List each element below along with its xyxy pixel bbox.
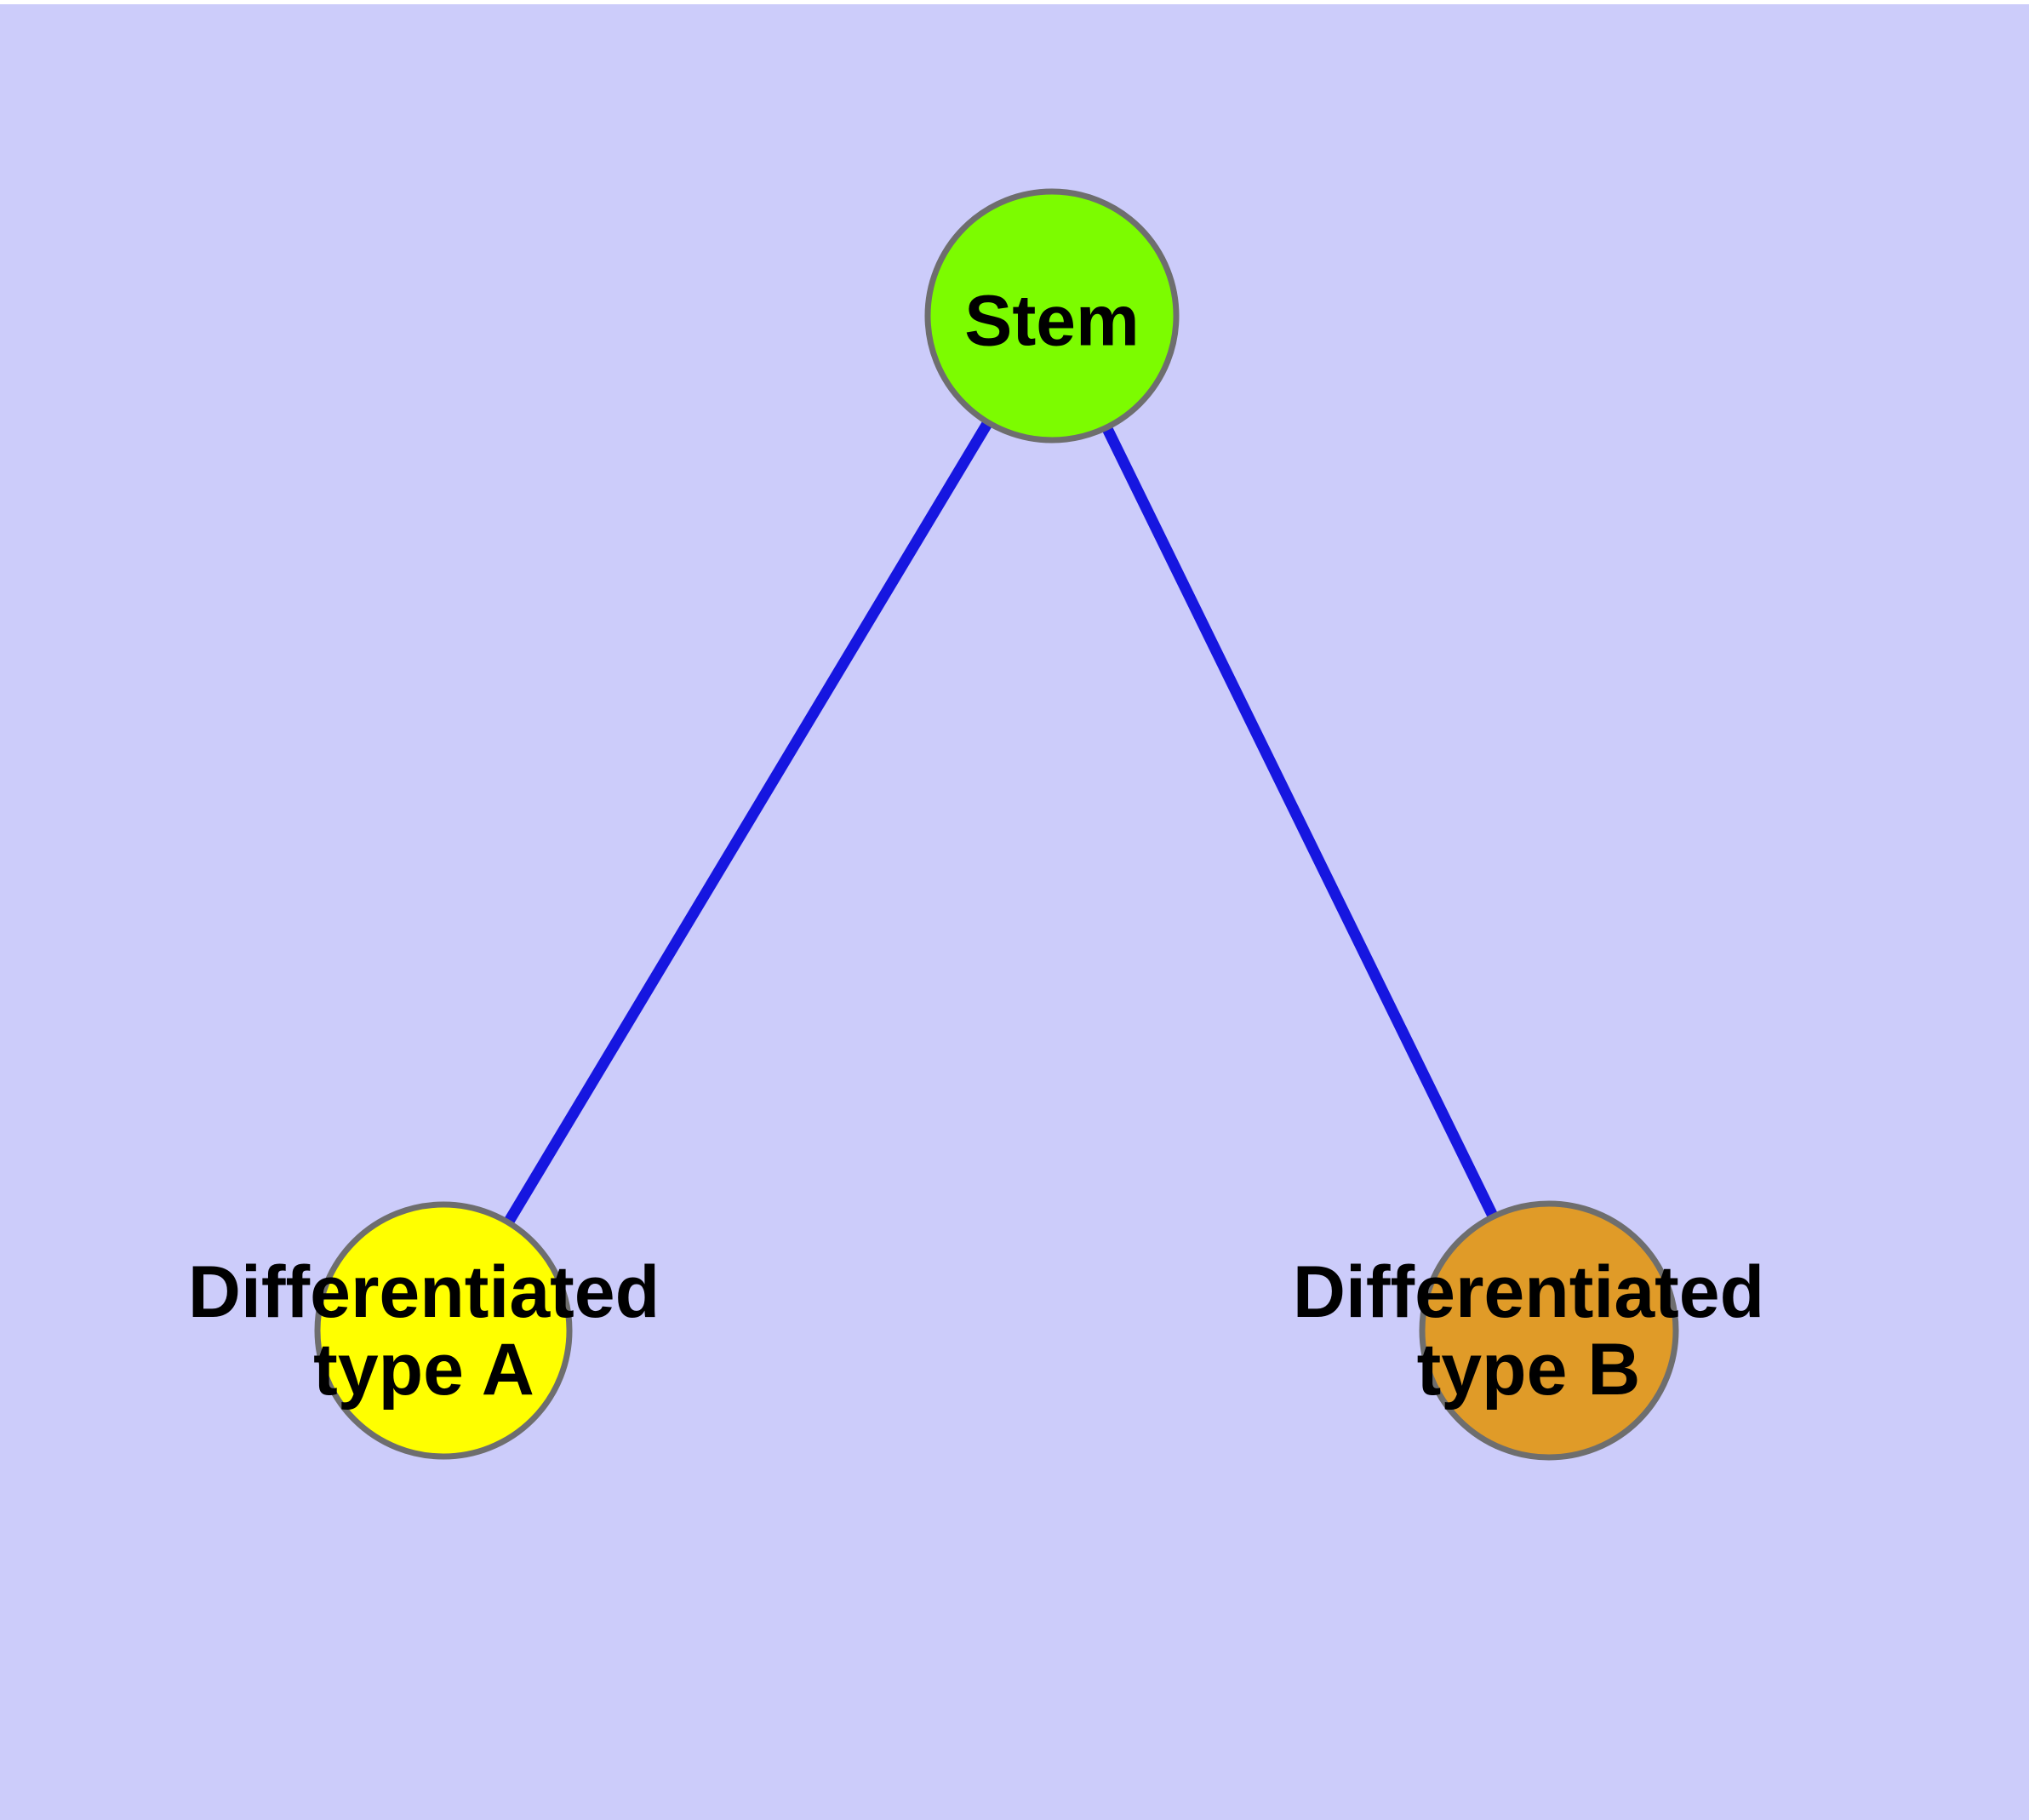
nodes-group [314,188,1679,1461]
edge-stem-diff-a[interactable] [438,312,1057,1334]
node-circle-stem[interactable] [924,188,1180,444]
node-circle-diff_a[interactable] [314,1201,573,1460]
graph-svg [314,188,1679,1461]
edge-stem-diff-b[interactable] [1047,313,1554,1333]
node-circle-diff_b[interactable] [1419,1200,1679,1461]
edges-group [438,312,1554,1334]
